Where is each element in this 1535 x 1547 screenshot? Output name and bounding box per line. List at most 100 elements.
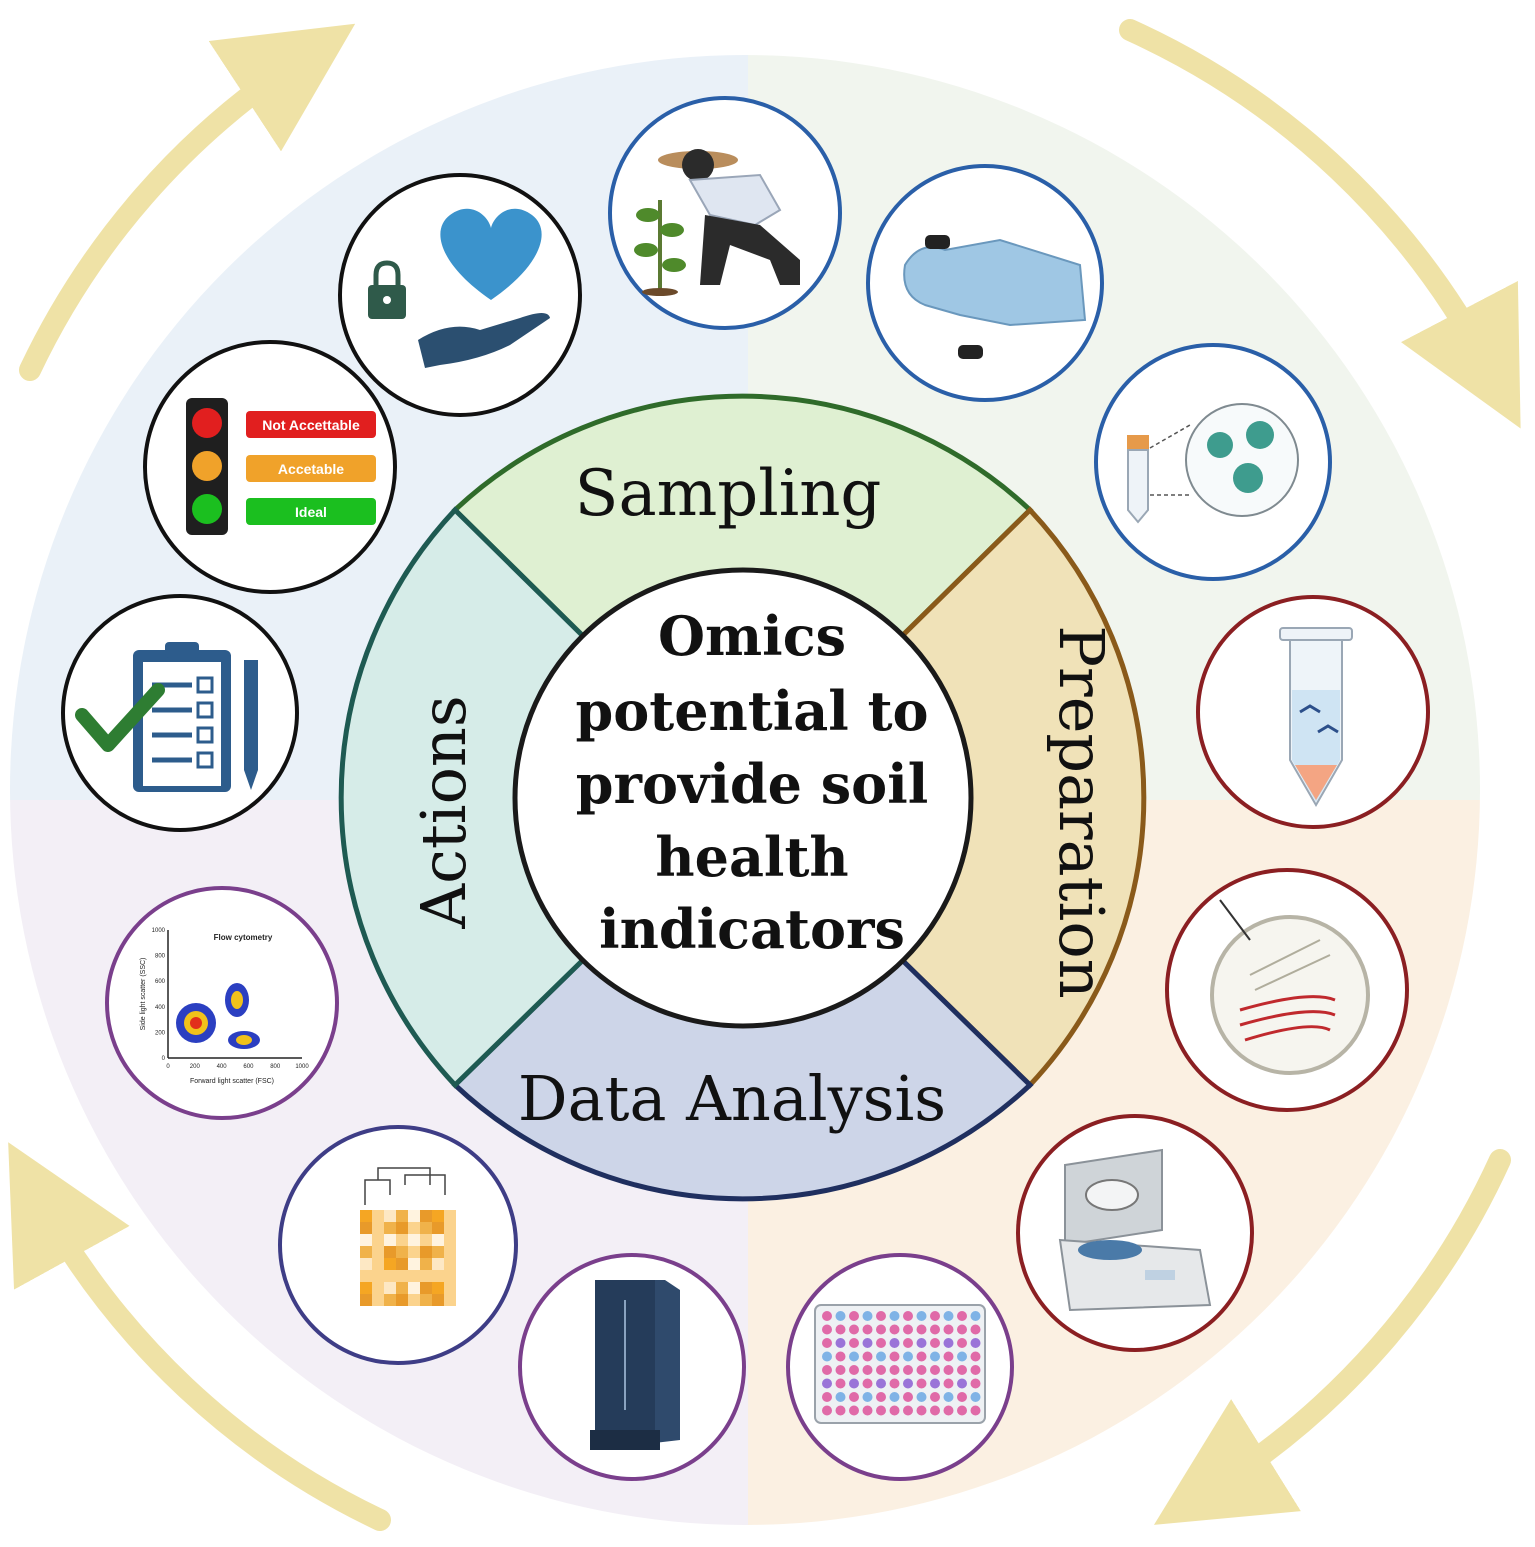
well bbox=[876, 1365, 886, 1375]
well bbox=[849, 1338, 859, 1348]
well bbox=[876, 1351, 886, 1362]
dna-tube-icon bbox=[1196, 595, 1430, 829]
heatmap-cell bbox=[444, 1210, 456, 1222]
heatmap-cell bbox=[384, 1246, 396, 1258]
well bbox=[849, 1311, 859, 1321]
well bbox=[930, 1324, 940, 1335]
heatmap-cell bbox=[396, 1258, 408, 1270]
flow-plot-ylabel: Side light scatter (SSC) bbox=[140, 958, 147, 1031]
well bbox=[903, 1392, 913, 1402]
well bbox=[835, 1405, 846, 1416]
center-circle bbox=[512, 567, 974, 1029]
well bbox=[957, 1405, 967, 1416]
well bbox=[835, 1378, 846, 1389]
heatmap-cell bbox=[372, 1294, 384, 1306]
flow-plot-populations bbox=[176, 983, 260, 1049]
heatmap-cell bbox=[444, 1294, 456, 1306]
well bbox=[970, 1311, 981, 1321]
cycle-arrow-top-right bbox=[1119, 19, 1521, 429]
well bbox=[835, 1311, 846, 1321]
well bbox=[889, 1338, 900, 1348]
well bbox=[930, 1405, 940, 1416]
well bbox=[943, 1405, 954, 1416]
heatmap-cell bbox=[384, 1258, 396, 1270]
well-plate-icon bbox=[786, 1253, 1014, 1481]
flow-x-tick: 400 bbox=[217, 1064, 228, 1070]
cycle-arrows bbox=[8, 19, 1521, 1531]
well bbox=[916, 1378, 927, 1389]
well bbox=[876, 1324, 886, 1335]
label-not-acceptable: Not Accettable bbox=[262, 417, 360, 433]
flow-x-tick: 800 bbox=[270, 1064, 281, 1070]
heatmap-cell bbox=[360, 1258, 372, 1270]
well bbox=[822, 1338, 832, 1348]
well bbox=[889, 1324, 900, 1335]
well bbox=[916, 1311, 927, 1321]
heatmap-cell bbox=[372, 1270, 384, 1282]
well bbox=[916, 1351, 927, 1362]
heatmap-cell bbox=[384, 1270, 396, 1282]
well bbox=[957, 1351, 967, 1362]
heatmap-cell bbox=[384, 1234, 396, 1246]
well bbox=[889, 1378, 900, 1389]
well bbox=[970, 1338, 981, 1348]
well bbox=[862, 1311, 873, 1321]
heatmap-cell bbox=[444, 1258, 456, 1270]
heatmap-cell bbox=[396, 1210, 408, 1222]
gloved-hand-soil-sample-icon bbox=[866, 164, 1104, 402]
heatmap-cell bbox=[396, 1270, 408, 1282]
well bbox=[862, 1392, 873, 1402]
cycle-arrow-bottom-right bbox=[1153, 1149, 1511, 1525]
heatmap-icon bbox=[278, 1125, 518, 1365]
well bbox=[930, 1378, 940, 1389]
traffic-light-green bbox=[192, 494, 222, 524]
well bbox=[916, 1405, 927, 1416]
flow-y-tick: 400 bbox=[155, 1005, 166, 1011]
heatmap-cell bbox=[420, 1294, 432, 1306]
heatmap-cell bbox=[444, 1270, 456, 1282]
well bbox=[822, 1324, 832, 1335]
tube-microbes-icon bbox=[1094, 343, 1332, 581]
well bbox=[835, 1365, 846, 1375]
well bbox=[862, 1405, 873, 1416]
well bbox=[970, 1324, 981, 1335]
heatmap-cell bbox=[360, 1270, 372, 1282]
heatmap-cell bbox=[408, 1270, 420, 1282]
center-title-line-3: provide soil bbox=[576, 752, 928, 816]
heatmap-cell bbox=[432, 1210, 444, 1222]
well bbox=[822, 1365, 832, 1375]
sequencer-icon bbox=[518, 1253, 746, 1481]
well bbox=[916, 1392, 927, 1402]
well bbox=[835, 1324, 846, 1335]
heatmap-cell bbox=[360, 1222, 372, 1234]
heatmap-cell bbox=[372, 1246, 384, 1258]
heatmap-cells bbox=[360, 1210, 456, 1306]
center-title-line-4: health bbox=[655, 825, 848, 889]
heatmap-cell bbox=[444, 1246, 456, 1258]
well bbox=[957, 1324, 967, 1335]
well bbox=[957, 1392, 967, 1402]
well bbox=[903, 1378, 913, 1389]
well-grid bbox=[822, 1311, 981, 1416]
well bbox=[943, 1338, 954, 1348]
well bbox=[876, 1378, 886, 1389]
well bbox=[957, 1338, 967, 1348]
checklist-icon bbox=[61, 594, 299, 832]
heatmap-cell bbox=[384, 1282, 396, 1294]
centrifuge-icon bbox=[1016, 1114, 1254, 1352]
heart-hand-lock-icon bbox=[338, 173, 582, 417]
heatmap-cell bbox=[372, 1258, 384, 1270]
flow-x-tick: 0 bbox=[166, 1064, 170, 1070]
well bbox=[930, 1392, 940, 1402]
well bbox=[943, 1324, 954, 1335]
center-title-line-1: Omics bbox=[658, 604, 846, 668]
well bbox=[849, 1378, 859, 1389]
heatmap-cell bbox=[420, 1258, 432, 1270]
heatmap-cell bbox=[420, 1282, 432, 1294]
heatmap-cell bbox=[432, 1270, 444, 1282]
heatmap-cell bbox=[384, 1222, 396, 1234]
well bbox=[889, 1351, 900, 1362]
